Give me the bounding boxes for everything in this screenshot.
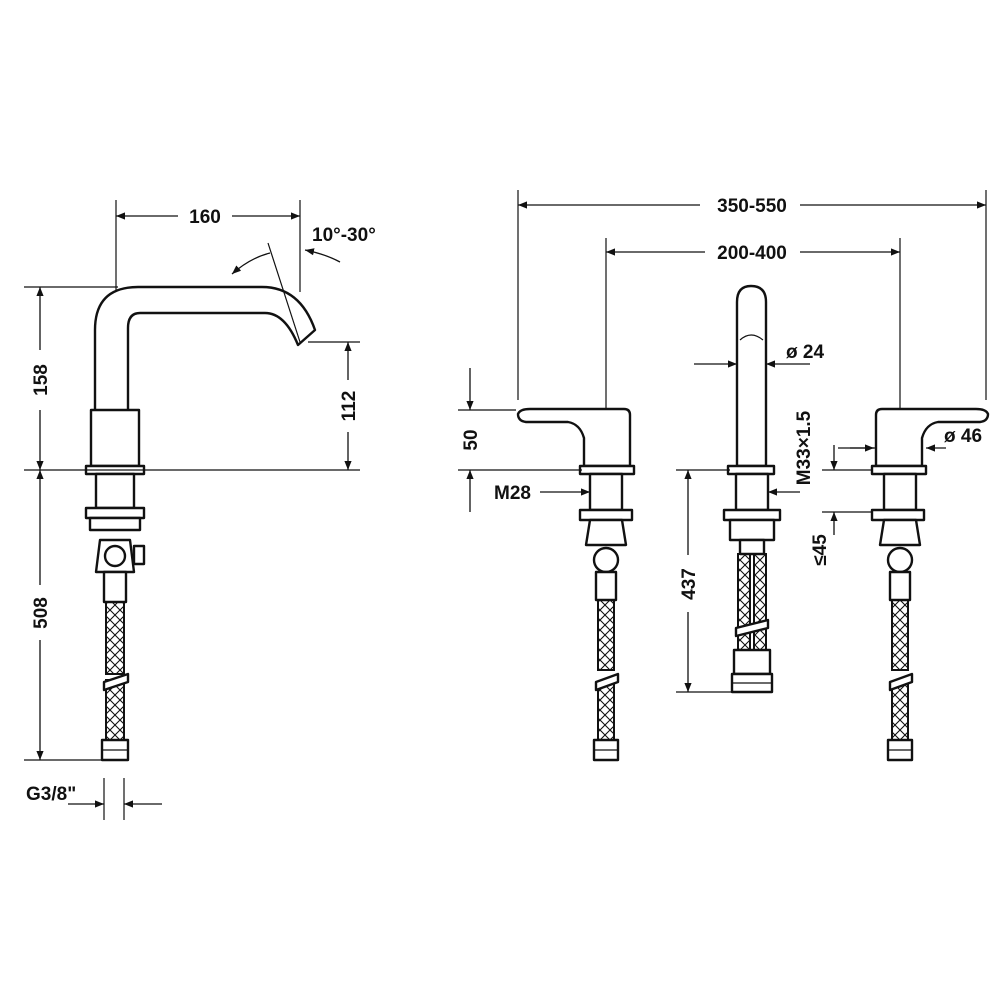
dim-label-hose-thread: G3/8" bbox=[26, 784, 76, 805]
left-valve bbox=[584, 518, 628, 547]
spout-connector bbox=[738, 538, 766, 556]
hose-break bbox=[102, 672, 130, 692]
dim-label-overall-spread: 350-550 bbox=[717, 196, 787, 217]
right-valve bbox=[878, 518, 922, 547]
left-hose-bottom bbox=[597, 681, 615, 741]
dim-label-handle-diameter: ø 46 bbox=[944, 426, 982, 447]
spout-hose-right bbox=[753, 553, 767, 651]
spout-side-profile bbox=[93, 285, 317, 414]
side-view-dimensions: 160 10°-30° 158 112 508 G3/8" bbox=[24, 200, 376, 820]
hose-connector-top bbox=[102, 570, 128, 604]
left-lever-handle bbox=[516, 407, 632, 468]
dim-label-spout-height: 112 bbox=[339, 391, 360, 422]
dim-label-spout-angle: 10°-30° bbox=[312, 225, 376, 246]
dim-label-side-height: 158 bbox=[31, 364, 52, 396]
dim-label-handle-thread: M28 bbox=[494, 483, 531, 504]
center-spout-front bbox=[735, 284, 768, 468]
left-hose-connector bbox=[594, 570, 618, 602]
shank bbox=[94, 472, 136, 510]
spout-lock-nut bbox=[722, 508, 782, 522]
lock-nut bbox=[84, 506, 146, 520]
dim-label-deck-thickness: ≤45 bbox=[810, 534, 831, 566]
washer bbox=[88, 516, 142, 532]
front-view-dimensions: 350-550 200-400 ø 24 50 M28 M33×1.5 ø 46… bbox=[458, 190, 987, 693]
spout-washer bbox=[728, 518, 776, 542]
valve-knob bbox=[132, 544, 146, 566]
center-spout-assembly bbox=[722, 284, 782, 694]
spout-shank bbox=[734, 472, 770, 512]
left-handle-assembly bbox=[516, 407, 636, 762]
dim-label-spout-diameter: ø 24 bbox=[786, 342, 824, 363]
dim-label-spout-thread: M33×1.5 bbox=[794, 410, 815, 485]
braided-hose-side-top bbox=[105, 601, 125, 675]
right-lock-nut bbox=[870, 508, 926, 522]
dim-label-handle-height: 50 bbox=[461, 429, 482, 450]
side-view bbox=[84, 285, 317, 762]
spout-hose-coupling bbox=[732, 648, 772, 676]
right-hose-bottom bbox=[891, 681, 909, 741]
left-hose-top bbox=[597, 599, 615, 671]
tap-body bbox=[89, 408, 141, 468]
right-shank bbox=[882, 472, 918, 512]
dim-label-spout-reach: 160 bbox=[189, 207, 221, 228]
right-handle-assembly bbox=[870, 407, 990, 762]
left-shank bbox=[588, 472, 624, 512]
right-hose-top bbox=[891, 599, 909, 671]
right-valve-circle bbox=[886, 546, 914, 574]
left-lock-nut bbox=[578, 508, 634, 522]
right-hose-connector bbox=[888, 570, 912, 602]
left-valve-circle bbox=[592, 546, 620, 574]
dim-label-hose-length-side: 508 bbox=[31, 597, 52, 629]
dim-label-center-spread: 200-400 bbox=[717, 243, 787, 264]
dim-label-hose-length-spout: 437 bbox=[679, 568, 700, 600]
valve-circle bbox=[103, 544, 127, 568]
